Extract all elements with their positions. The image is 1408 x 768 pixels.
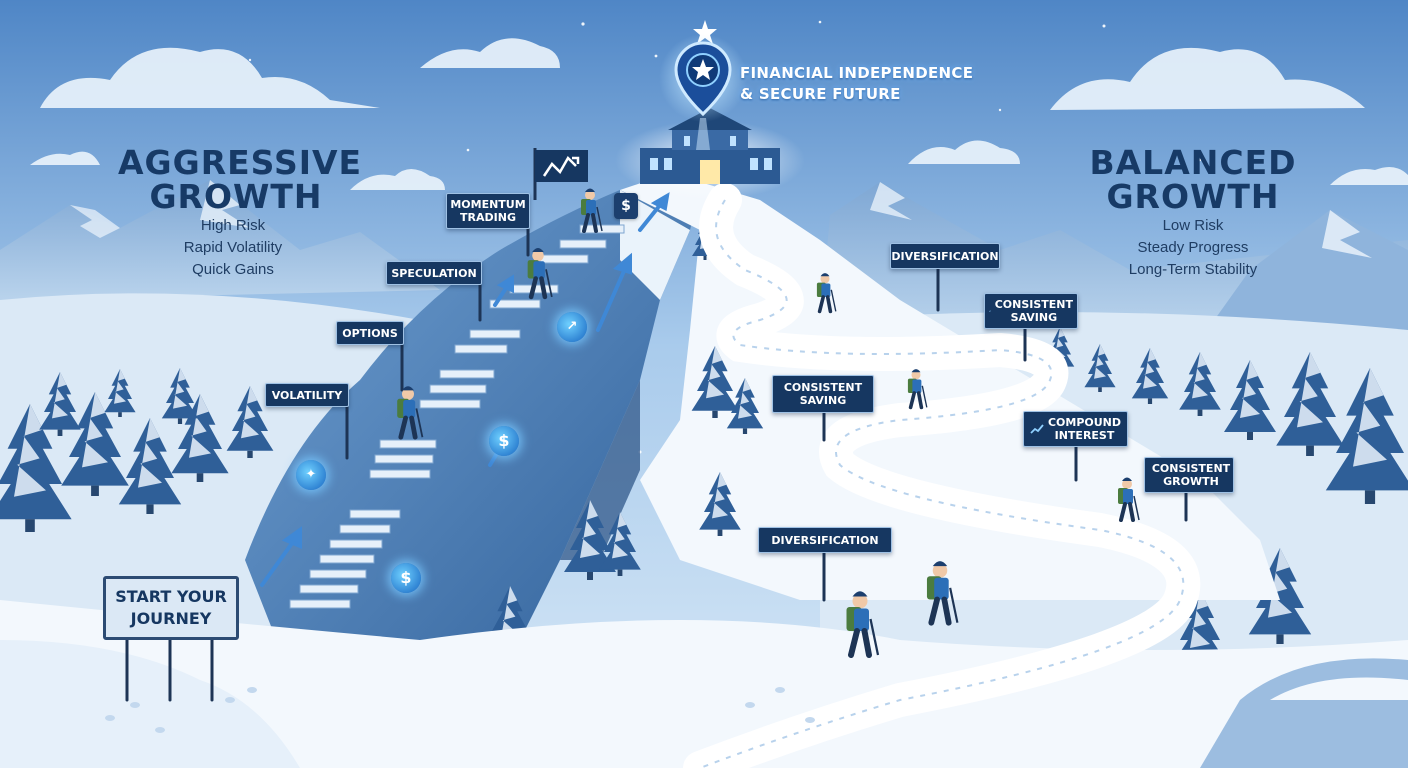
balanced-trait: Long-Term Stability (1128, 261, 1258, 278)
dollar-coin-icon: $ (614, 193, 638, 219)
balanced-trait: Low Risk (1162, 217, 1224, 234)
sign-label: SAVING (1010, 311, 1058, 324)
sign-label: TRADING (460, 211, 516, 224)
dollar-coin-icon: $ (391, 563, 421, 593)
bar-chart-icon (989, 310, 991, 312)
trend-up-icon (542, 155, 577, 177)
start-sign-line2: JOURNEY (130, 609, 212, 628)
sign-options: OPTIONS (336, 321, 404, 345)
sign-label: GROWTH (1163, 475, 1219, 488)
sign-label: CONSISTENT (1151, 462, 1231, 475)
sign-label: OPTIONS (342, 326, 398, 340)
sign-label: SAVING (799, 394, 847, 407)
aggressive-trait: Quick Gains (192, 261, 274, 278)
growth-coin-icon: ↗ (557, 312, 587, 342)
sign-diversification-upper: DIVERSIFICATION (890, 243, 1000, 269)
balanced-trait: Steady Progress (1137, 239, 1249, 256)
sign-label: CONSISTENT (994, 298, 1073, 311)
sign-label: DIVERSIFICATION (771, 533, 879, 547)
aggressive-trait: Rapid Volatility (183, 239, 283, 256)
goal-line2: & SECURE FUTURE (740, 85, 901, 103)
sign-consistent-saving-upper: CONSISTENT SAVING (984, 293, 1078, 329)
goal-label: FINANCIAL INDEPENDENCE & SECURE FUTURE (740, 63, 973, 105)
sign-label: MOMENTUM (450, 198, 526, 211)
aggressive-title-line2: GROWTH (149, 177, 323, 216)
sign-compound-interest: COMPOUND INTEREST (1023, 411, 1128, 447)
summit-building (640, 108, 780, 184)
mountain-icon (0, 180, 440, 300)
sign-label: INTEREST (1054, 429, 1115, 442)
sign-volatility: VOLATILITY (265, 383, 349, 407)
growth-coin-icon: ✦ (296, 460, 326, 490)
sign-label: VOLATILITY (271, 388, 343, 402)
sign-label: SPECULATION (391, 266, 477, 280)
trend-up-icon (1030, 424, 1044, 434)
sign-speculation: SPECULATION (386, 261, 482, 285)
balanced-title-line1: BALANCED (1089, 143, 1297, 182)
sign-label: COMPOUND (1047, 416, 1122, 429)
sign-label: DIVERSIFICATION (891, 249, 999, 263)
sign-momentum-trading: MOMENTUM TRADING (446, 193, 530, 229)
sign-diversification-lower: DIVERSIFICATION (758, 527, 892, 553)
star-icon (692, 59, 714, 80)
start-sign-line1: START YOUR (115, 587, 227, 606)
dollar-coin-icon: $ (489, 426, 519, 456)
start-journey-sign: START YOUR JOURNEY (103, 576, 239, 640)
balanced-growth-title: BALANCED GROWTH (1078, 146, 1308, 214)
goal-line1: FINANCIAL INDEPENDENCE (740, 64, 974, 82)
flag-icon (535, 150, 588, 182)
aggressive-title-line1: AGGRESSIVE (118, 143, 363, 182)
sign-label: CONSISTENT (783, 381, 863, 394)
balanced-title-line2: GROWTH (1106, 177, 1280, 216)
aggressive-growth-title: AGGRESSIVE GROWTH (118, 143, 363, 216)
aggressive-trait: High Risk (200, 217, 266, 234)
sign-consistent-saving-lower: CONSISTENT SAVING (772, 375, 874, 413)
sign-consistent-growth: CONSISTENT GROWTH (1144, 457, 1234, 493)
